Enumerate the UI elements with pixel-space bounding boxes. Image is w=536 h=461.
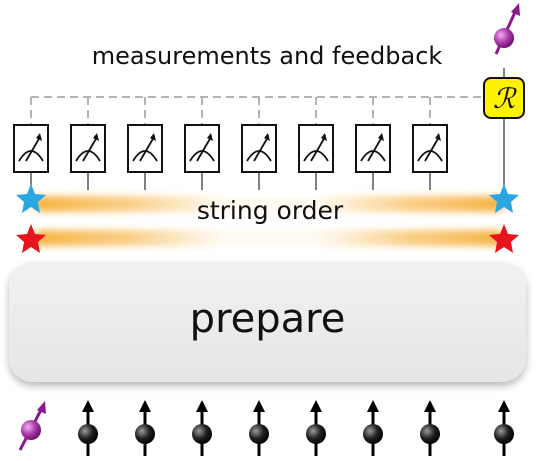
bottom-spins xyxy=(18,400,514,456)
spin-up-icon-4 xyxy=(249,400,269,456)
meter-4 xyxy=(184,124,220,173)
spin-up-icon-7 xyxy=(420,400,440,456)
measurement-meters xyxy=(13,124,448,173)
meter-7 xyxy=(355,124,391,173)
star-red-left-icon xyxy=(16,224,46,253)
spin-up-icon-1 xyxy=(78,400,98,456)
feedback-box xyxy=(483,77,525,119)
spin-up-icon-2 xyxy=(135,400,155,456)
meter-6 xyxy=(298,124,334,173)
feedback-dashed-lines xyxy=(30,96,484,125)
spin-up-icon-3 xyxy=(192,400,212,456)
star-red-right-icon xyxy=(489,224,519,253)
string-order-band-red xyxy=(34,230,504,246)
star-blue-left-icon xyxy=(16,184,46,213)
meter-8 xyxy=(412,124,448,173)
purple-spin-top-icon xyxy=(494,3,520,55)
star-blue-right-icon xyxy=(489,184,519,213)
prepare-block: prepare xyxy=(9,262,526,382)
meter-5 xyxy=(241,124,277,173)
string-order-label: string order xyxy=(196,196,344,225)
spin-up-icon-8 xyxy=(494,400,514,456)
purple-spin-bottom-icon xyxy=(18,401,46,451)
spin-up-icon-5 xyxy=(306,400,326,456)
spin-up-icon-6 xyxy=(363,400,383,456)
meter-3 xyxy=(127,124,163,173)
meter-2 xyxy=(70,124,106,173)
string-order-band-blue xyxy=(34,196,504,212)
prepare-label: prepare xyxy=(189,296,346,342)
meter-1 xyxy=(13,124,49,173)
edge-stars xyxy=(16,184,519,253)
feedback-symbol: ℛ xyxy=(492,81,516,115)
diagram-title: measurements and feedback xyxy=(91,42,443,70)
